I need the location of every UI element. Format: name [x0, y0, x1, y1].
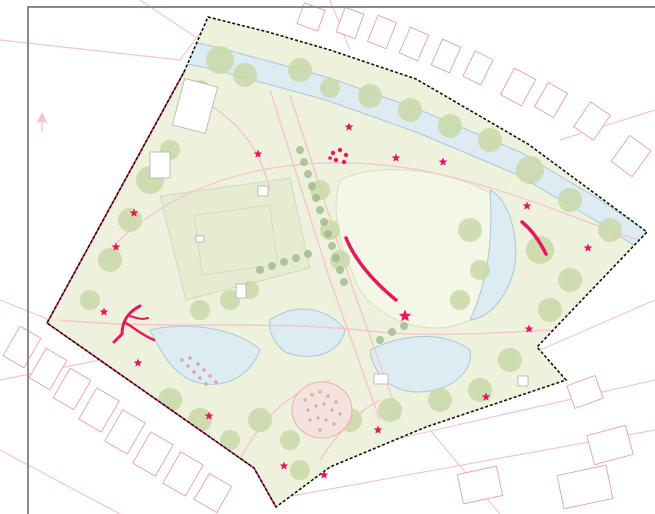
star-marker[interactable]: [129, 208, 139, 217]
north-arrow-icon: [36, 112, 48, 132]
star-marker[interactable]: [481, 392, 491, 401]
star-marker[interactable]: [111, 242, 121, 251]
star-marker[interactable]: [204, 411, 214, 420]
park-buildings: [149, 77, 529, 387]
star-marker[interactable]: [253, 149, 263, 158]
star-marker[interactable]: [524, 324, 534, 333]
sculpture-west: [112, 304, 142, 344]
pond-central: [269, 308, 346, 357]
planting-patch-west: [180, 356, 218, 386]
field-lines: [193, 204, 279, 276]
planting-patch-south: [291, 381, 353, 439]
star-marker[interactable]: [344, 122, 354, 131]
red-dot-cluster: [328, 147, 349, 165]
star-marker[interactable]: [133, 358, 143, 367]
star-marker[interactable]: [391, 153, 401, 162]
map-frame: [27, 6, 655, 514]
pond-south: [369, 335, 471, 393]
pond-west: [149, 325, 261, 385]
star-marker[interactable]: [398, 309, 412, 322]
star-marker[interactable]: [522, 201, 532, 210]
curved-landform-east: [520, 220, 548, 256]
star-marker[interactable]: [279, 461, 289, 470]
tree-rows: [256, 146, 408, 344]
feature-curves: [112, 220, 548, 344]
pond-east: [469, 189, 517, 321]
star-marker[interactable]: [438, 157, 448, 166]
curved-landform-central: [344, 236, 398, 302]
star-marker[interactable]: [583, 243, 593, 252]
site-boundary-dashed: [45, 16, 649, 509]
star-marker[interactable]: [99, 307, 109, 316]
star-marker[interactable]: [373, 425, 383, 434]
star-marker[interactable]: [319, 470, 329, 479]
star-markers: [99, 122, 593, 479]
